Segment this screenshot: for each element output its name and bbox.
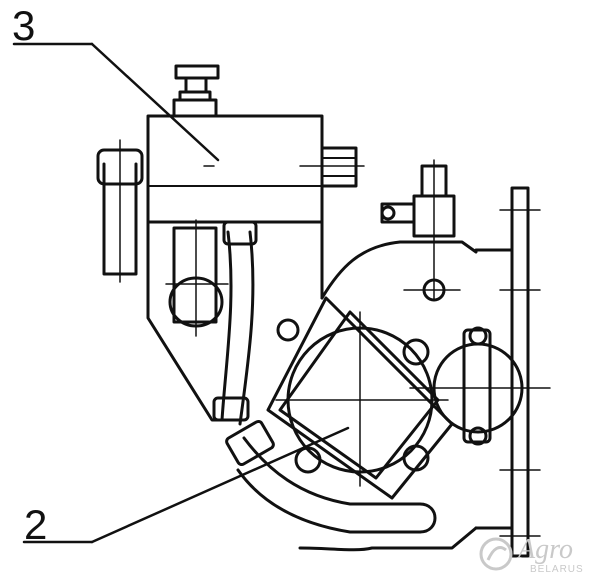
watermark-logo-icon — [479, 537, 513, 571]
side-port — [409, 326, 551, 446]
square-flange — [266, 296, 454, 500]
leader-line-2-arrow — [90, 426, 350, 544]
watermark-sub: BELARUS — [530, 564, 584, 575]
watermark-brand: Agro — [518, 534, 573, 565]
right-frame — [298, 186, 541, 558]
lower-pipe — [225, 419, 437, 534]
upper-block — [146, 114, 365, 224]
small-valve — [380, 159, 461, 302]
callout-label-3: 3 — [12, 2, 36, 49]
leader-line-3-arrow — [90, 42, 220, 162]
watermark: Agro BELARUS — [478, 536, 596, 580]
middle-hose — [212, 220, 258, 426]
callout-label-2: 2 — [24, 501, 48, 548]
left-pipe — [96, 139, 144, 283]
housing-body — [146, 219, 324, 422]
top-valve — [172, 64, 220, 118]
